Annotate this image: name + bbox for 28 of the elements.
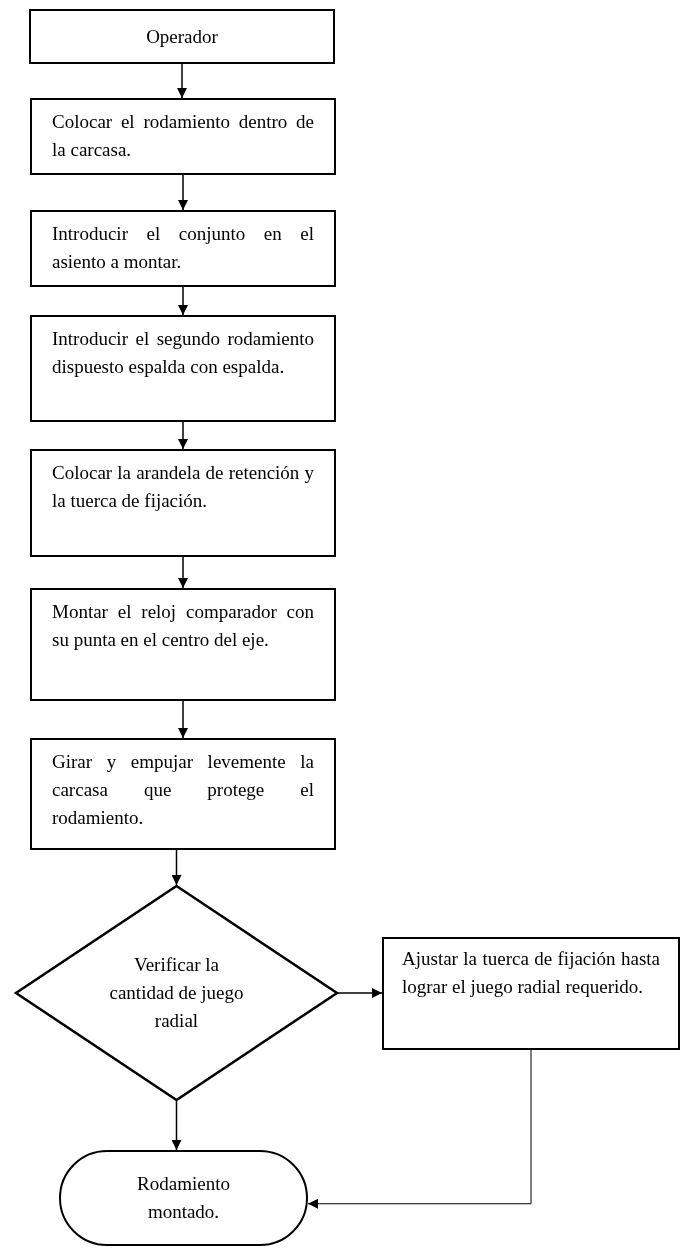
process-box [30, 98, 336, 175]
process-box [30, 588, 336, 701]
arrow [307, 1049, 532, 1209]
node-text: Introducir el segundo rodamiento dispuesto espalda con espalda. [52, 327, 314, 379]
arrow [178, 700, 188, 739]
arrow [178, 174, 188, 211]
process-box [30, 738, 336, 850]
arrow [337, 988, 383, 998]
arrow [171, 1100, 182, 1151]
arrow [178, 556, 188, 589]
node-text: Montar el reloj comparador con su punta en el centro del eje. [52, 600, 314, 652]
process-box [30, 210, 336, 287]
node-text: Colocar la arandela de retención y la tuerca de fijación. [52, 461, 314, 513]
process-box [382, 937, 680, 1050]
process-box [30, 315, 336, 422]
node-text: Girar y empujar levemente la carcasa que protege el rodamiento. [52, 750, 314, 830]
process-box [29, 9, 335, 64]
node-text: Ajustar la tuerca de fijación hasta lograr el juego radial requerido. [402, 947, 660, 999]
node-text: Verificar la cantidad de juego radial [108, 953, 245, 1033]
node-text: Introducir el conjunto en el asiento a montar. [52, 222, 314, 274]
arrow [177, 63, 187, 99]
arrow [178, 421, 188, 450]
arrow [178, 286, 188, 316]
node-text: Operador [145, 24, 219, 49]
node-text: Colocar el rodamiento dentro de la carcasa. [52, 110, 314, 162]
node-text: Rodamiento montado. [136, 1172, 231, 1224]
process-box [30, 449, 336, 557]
arrow [171, 849, 182, 886]
